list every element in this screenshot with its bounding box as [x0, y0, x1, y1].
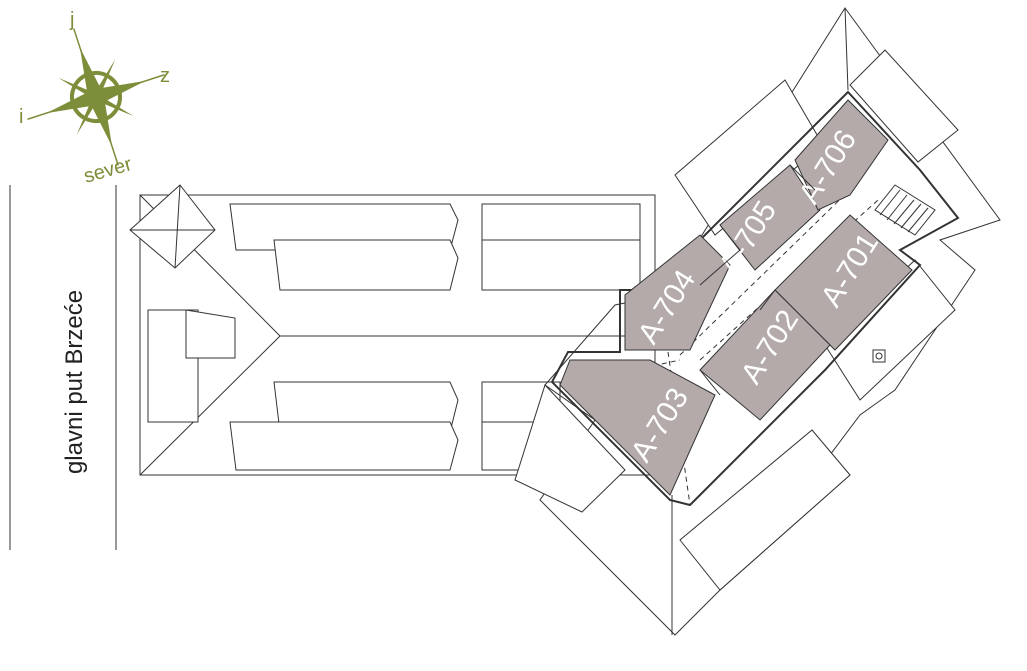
- compass-rose: j z i sever: [19, 9, 170, 188]
- roof-ridge-sw: [514, 384, 626, 513]
- compass-label-west: z: [160, 65, 170, 87]
- unit-a-706[interactable]: A-706: [793, 99, 889, 211]
- skylight-2: [273, 239, 459, 291]
- staircase: [874, 184, 936, 236]
- units: A-701 A-702 A-703 A-704 A-705 A-706: [559, 99, 913, 496]
- road: glavni put Brzeće: [9, 185, 117, 550]
- skylight-1: [229, 203, 459, 251]
- roof-ridge-nw: [674, 79, 824, 236]
- roof-ridge-se: [679, 429, 851, 591]
- interior-details: [699, 164, 936, 396]
- compass-label-east: i: [19, 106, 23, 128]
- dormer-left-top: [185, 309, 236, 359]
- unit-a-703[interactable]: A-703: [559, 359, 716, 496]
- unit-a-704[interactable]: A-704: [624, 234, 731, 351]
- skylight-4: [481, 239, 641, 291]
- compass-star-icon: [27, 28, 165, 166]
- chimney-small: [872, 349, 886, 363]
- east-wing-roof: [514, 7, 1001, 636]
- compass-label-north: sever: [81, 153, 134, 188]
- road-label: glavni put Brzeće: [61, 290, 88, 474]
- roof-ridge-ne: [849, 49, 959, 163]
- west-wing-roof: [129, 184, 656, 476]
- compass-label-south: j: [69, 9, 74, 31]
- skylight-6: [229, 421, 459, 471]
- unit-a-701[interactable]: A-701: [774, 214, 913, 351]
